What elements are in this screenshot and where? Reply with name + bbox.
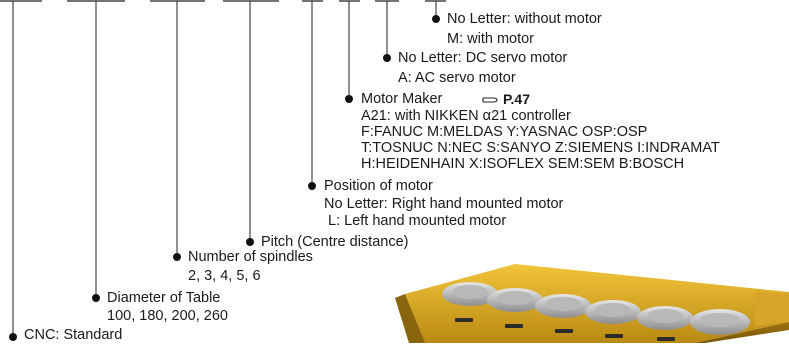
motor-maker-line-3: T:TOSNUC N:NEC S:SANYO Z:SIEMENS I:INDRA… [361, 140, 720, 157]
spindles-heading: Number of spindles [188, 249, 313, 266]
bullet-spindles [173, 253, 181, 261]
bullet-position [308, 182, 316, 190]
bullet-pitch [246, 238, 254, 246]
page-reference: P.47 [482, 91, 530, 108]
motor-maker-line-2: F:FANUC M:MELDAS Y:YASNAC OSP:OSP [361, 124, 647, 141]
bullet-table [92, 294, 100, 302]
pointing-hand-icon [482, 95, 500, 105]
motor-maker-line-4: H:HEIDENHAIN X:ISOFLEX SEM:SEM B:BOSCH [361, 156, 684, 173]
bullet-cnc [9, 333, 17, 341]
motor-position-line-1: No Letter: Right hand mounted motor [324, 196, 563, 213]
motor-maker-line-1: A21: with NIKKEN α21 controller [361, 108, 571, 125]
product-photo [395, 252, 789, 343]
servo-motor-line: A: AC servo motor [398, 70, 516, 87]
motor-position-line-2: L: Left hand mounted motor [324, 213, 506, 230]
spindles-line: 2, 3, 4, 5, 6 [188, 268, 261, 285]
table-diameter-heading: Diameter of Table [107, 290, 220, 307]
with-motor-heading: No Letter: without motor [447, 11, 602, 28]
with-motor-line: M: with motor [447, 31, 534, 48]
bullet-servo [383, 54, 391, 62]
page-reference-label: P.47 [503, 91, 530, 107]
motor-maker-heading: Motor Maker [361, 91, 442, 108]
end-cap [755, 292, 789, 326]
motor-position-heading: Position of motor [324, 178, 433, 195]
cnc-heading: CNC: Standard [24, 327, 122, 344]
bullet-maker [345, 95, 353, 103]
table-diameter-line: 100, 180, 200, 260 [107, 308, 228, 325]
bullet-with-motor [432, 15, 440, 23]
servo-motor-heading: No Letter: DC servo motor [398, 50, 567, 67]
